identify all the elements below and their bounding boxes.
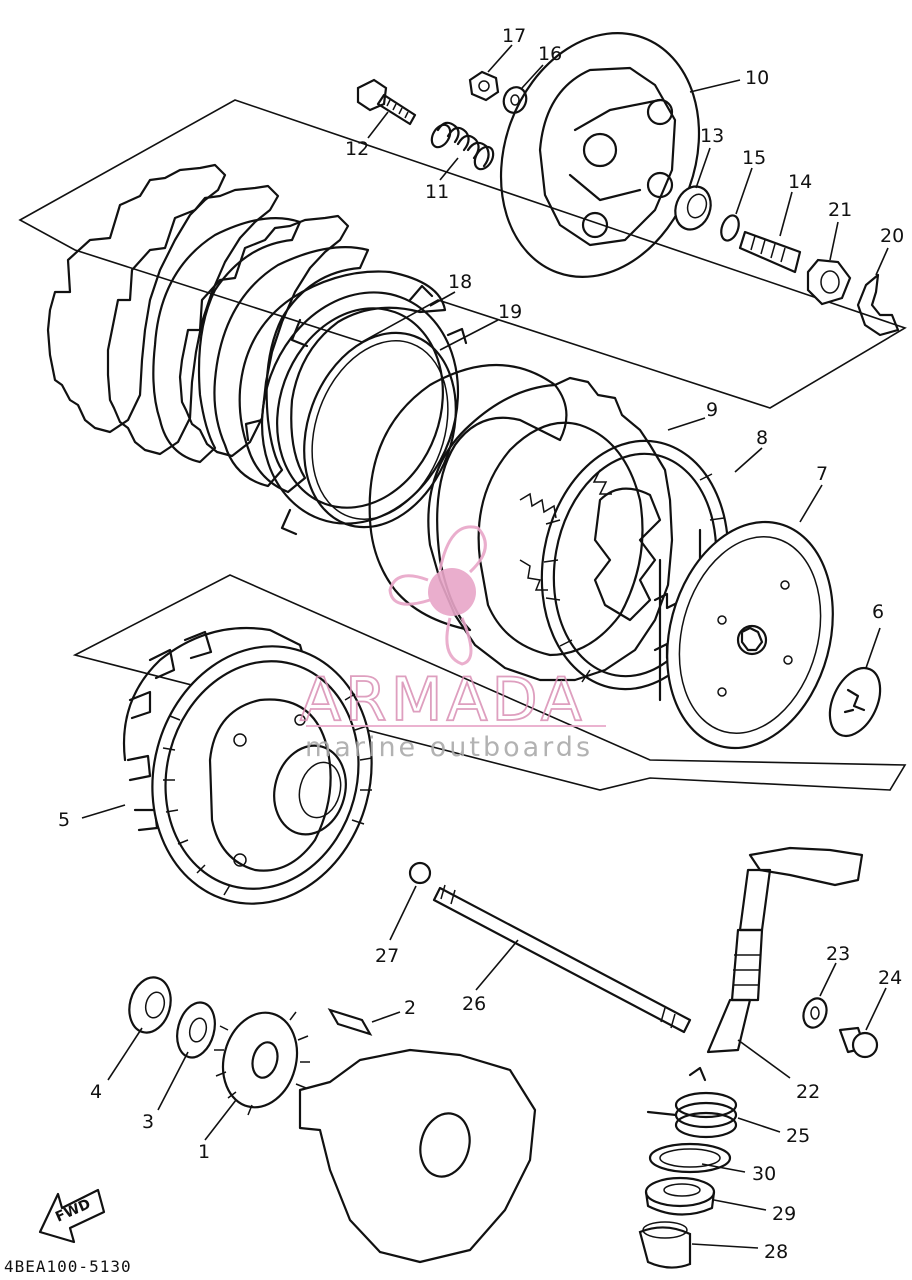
- part-1-primary-drive-gear: [214, 1011, 310, 1116]
- callout-26: 26: [462, 993, 486, 1015]
- callout-9: 9: [706, 399, 718, 421]
- callout-28: 28: [764, 1241, 788, 1263]
- callout-6: 6: [872, 601, 884, 623]
- callout-1: 1: [198, 1141, 210, 1163]
- part-12-bolt: [356, 78, 417, 126]
- callout-22: 22: [796, 1081, 820, 1103]
- callouts: 1 2 3 4 5 6 7 8 9 10 11 12 13 14 15 16 1: [58, 25, 904, 1263]
- part-22-push-lever-shaft: [706, 846, 864, 1054]
- part-28-bearing: [638, 1221, 692, 1269]
- part-29-oil-seal: [644, 1176, 716, 1216]
- propeller-icon: [388, 525, 487, 666]
- callout-27: 27: [375, 945, 399, 967]
- part-24-bolt: [838, 1026, 879, 1059]
- boss-group-frame: [72, 574, 907, 791]
- fwd-arrow: FWD: [38, 1188, 106, 1244]
- callout-18: 18: [448, 271, 472, 293]
- part-25-spring: [646, 1066, 738, 1139]
- part-21-nut: [806, 258, 852, 306]
- diagram-code: 4BEA100-5130: [4, 1257, 132, 1276]
- part-18-pressure-plate: [244, 284, 468, 536]
- callout-10: 10: [745, 67, 769, 89]
- clutch-disc-large: [368, 363, 568, 632]
- part-5-primary-driven-gear: [122, 626, 373, 905]
- callout-19: 19: [498, 301, 522, 323]
- part-11-spring: [430, 121, 495, 171]
- part-9-friction-plate: [427, 376, 674, 682]
- part-14-push-rod: [738, 230, 802, 274]
- part-4-nut: [128, 976, 172, 1034]
- part-23-washer: [802, 997, 828, 1029]
- part-19-circlip: [303, 331, 457, 529]
- callout-29: 29: [772, 1203, 796, 1225]
- part-2-key: [327, 1008, 373, 1036]
- watermark-title: ARMADA: [300, 665, 586, 735]
- callout-7: 7: [816, 463, 828, 485]
- part-27-ball: [408, 861, 432, 885]
- callout-16: 16: [538, 43, 562, 65]
- callout-3: 3: [142, 1111, 154, 1133]
- crankshaft-pin: [419, 1112, 471, 1178]
- callout-14: 14: [788, 171, 812, 193]
- callout-23: 23: [826, 943, 850, 965]
- callout-15: 15: [742, 147, 766, 169]
- callout-2: 2: [404, 997, 416, 1019]
- plate-group-frame: [18, 99, 907, 409]
- part-26-push-rod: [432, 884, 692, 1034]
- part-13-bearing: [674, 185, 712, 231]
- callout-20: 20: [880, 225, 904, 247]
- callout-25: 25: [786, 1125, 810, 1147]
- callout-17: 17: [502, 25, 526, 47]
- part-30-circlip: [648, 1142, 732, 1174]
- part-3-washer: [176, 1001, 216, 1059]
- part-6-lock-washer: [828, 666, 882, 738]
- callout-11: 11: [425, 181, 449, 203]
- callout-21: 21: [828, 199, 852, 221]
- part-7-clutch-boss: [653, 520, 834, 750]
- watermark: ARMADA marine outboards: [299, 525, 606, 763]
- clutch-plate-stack: [46, 163, 447, 494]
- callout-30: 30: [752, 1163, 776, 1185]
- callout-4: 4: [90, 1081, 102, 1103]
- callout-12: 12: [345, 138, 369, 160]
- callout-24: 24: [878, 967, 902, 989]
- callout-8: 8: [756, 427, 768, 449]
- part-20-lock-washer: [856, 273, 900, 337]
- callout-13: 13: [700, 125, 724, 147]
- callout-5: 5: [58, 809, 70, 831]
- part-16-washer: [502, 86, 528, 114]
- part-17-nut: [468, 70, 500, 102]
- watermark-subtitle: marine outboards: [305, 732, 593, 763]
- crankshaft-web: [298, 1048, 537, 1264]
- part-15-o-ring: [720, 214, 740, 242]
